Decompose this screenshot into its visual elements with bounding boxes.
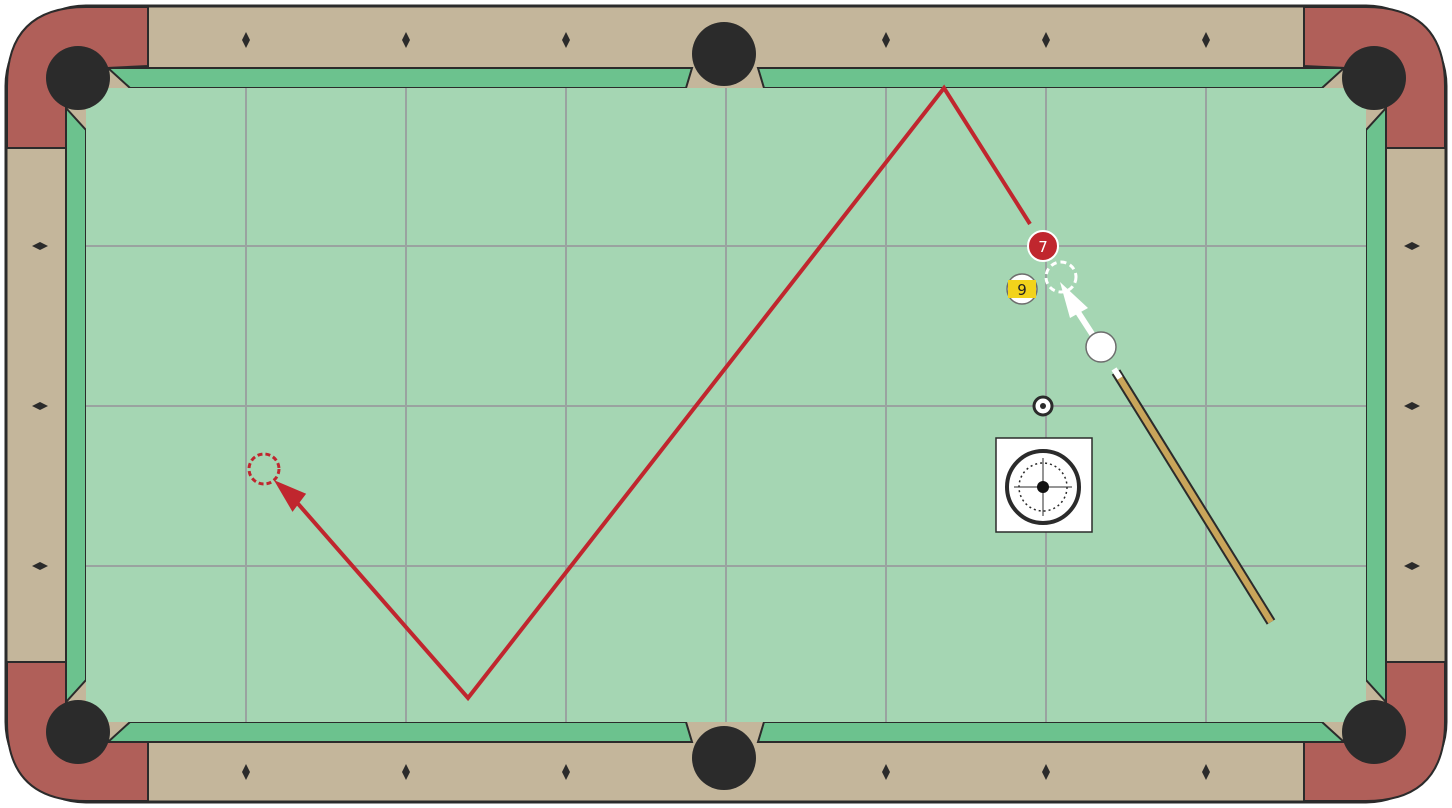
pocket-icon (692, 22, 756, 86)
cushion-bottom-left (108, 722, 692, 742)
pocket-icon (1342, 700, 1406, 764)
cue-ball (1086, 332, 1116, 362)
spot-inner (1040, 403, 1046, 409)
cushion-top-right (758, 68, 1344, 88)
ball-7-label: 7 (1038, 238, 1048, 256)
pocket-icon (46, 700, 110, 764)
cushion-bottom-right (758, 722, 1344, 742)
cushion-top-left (108, 68, 692, 88)
pocket-icon (692, 726, 756, 790)
pocket-icon (46, 46, 110, 110)
pocket-icon (1342, 46, 1406, 110)
ball-9-label: 9 (1017, 281, 1027, 299)
cue-tip-position-icon (996, 438, 1092, 532)
spot-target-icon (1034, 397, 1052, 415)
cushion-left (66, 108, 86, 702)
tip-hit-point (1037, 481, 1049, 493)
object-ball-9: 9 (1007, 274, 1037, 304)
object-ball-7: 7 (1028, 231, 1058, 261)
cushion-right (1366, 108, 1386, 702)
